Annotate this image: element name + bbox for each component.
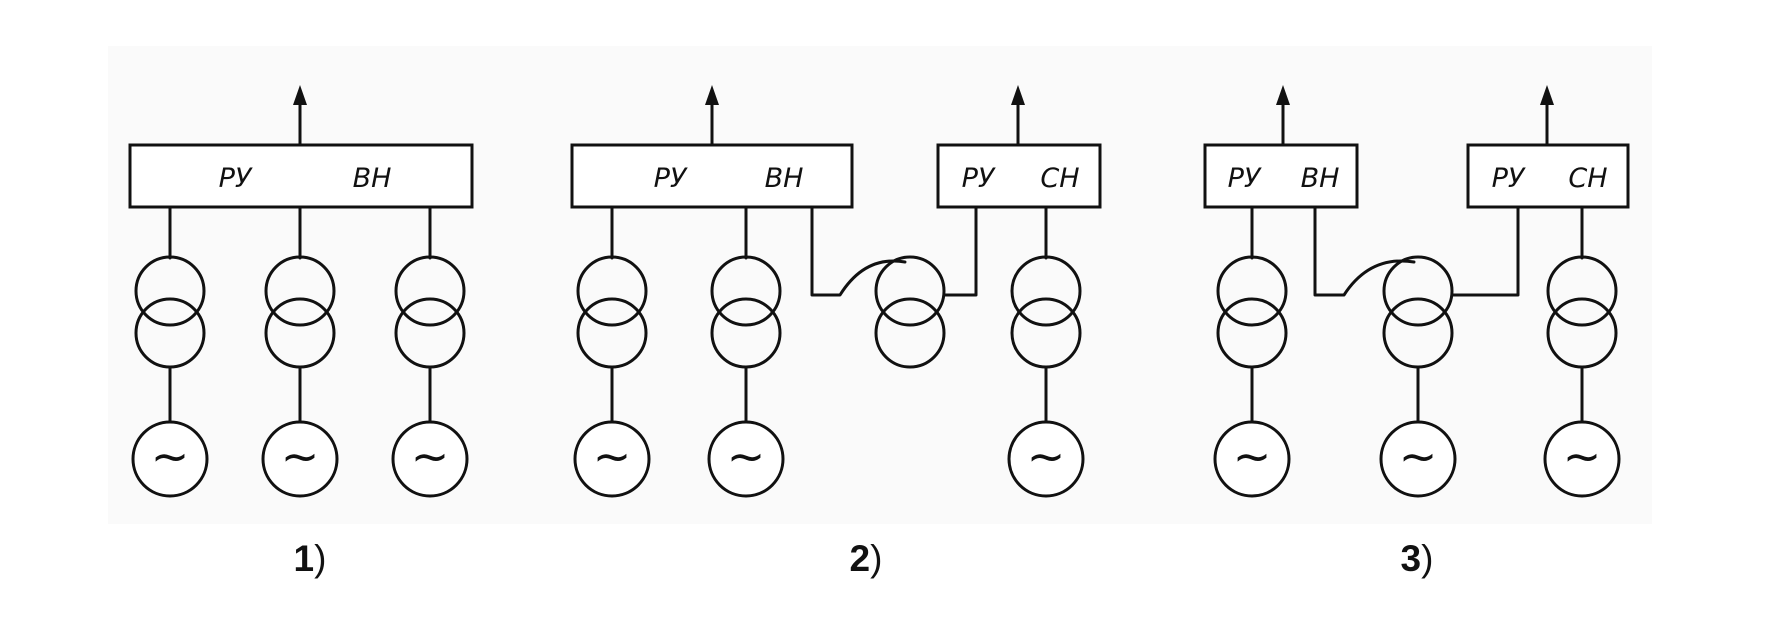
generator-tilde: ~ xyxy=(1563,429,1602,483)
generator-symbol xyxy=(1213,420,1291,498)
transformer-winding-primary xyxy=(710,255,782,327)
busbar-ru-vn xyxy=(570,143,854,209)
transformer-winding-primary xyxy=(394,255,466,327)
autotransformer-winding-upper xyxy=(1382,255,1454,327)
autotransformer-winding-upper xyxy=(874,255,946,327)
scheme-1: РУ ВН ~ ~ ~ xyxy=(128,85,474,498)
generator-symbol xyxy=(1379,420,1457,498)
generator-symbol xyxy=(573,420,651,498)
transformer-winding-primary xyxy=(134,255,206,327)
busbar-label-vn: ВН xyxy=(765,163,804,194)
busbar-label-sn: СН xyxy=(1568,163,1607,194)
generator-tilde: ~ xyxy=(1027,429,1066,483)
output-arrowhead xyxy=(1540,85,1554,105)
busbar-label-sn: СН xyxy=(1040,163,1079,194)
busbar-ru-sn xyxy=(936,143,1102,209)
busbar-ru-vn xyxy=(1203,143,1359,209)
busbar-label-ru: РУ xyxy=(219,163,253,194)
caption-scheme-1: 1) xyxy=(294,538,327,580)
caption-number: 2 xyxy=(849,538,871,579)
busbar-ru-sn xyxy=(1466,143,1630,209)
generator-symbol xyxy=(707,420,785,498)
busbar-label-ru: РУ xyxy=(1228,163,1262,194)
generator-tilde: ~ xyxy=(727,429,766,483)
transformer-winding-primary xyxy=(576,255,648,327)
busbar-label-ru: РУ xyxy=(962,163,996,194)
output-arrowhead xyxy=(293,85,307,105)
caption-scheme-2: 2) xyxy=(850,538,883,580)
autotransformer-winding-lower xyxy=(874,297,946,369)
generator-tilde: ~ xyxy=(411,429,450,483)
busbar-label-ru: РУ xyxy=(654,163,688,194)
scheme-2: РУ ВН РУ СН ~ ~ ~ xyxy=(570,85,1102,498)
caption-paren: ) xyxy=(1421,538,1434,579)
output-arrowhead xyxy=(1011,85,1025,105)
caption-paren: ) xyxy=(314,538,327,579)
caption-number: 1 xyxy=(293,538,315,579)
coupling-line-mv xyxy=(1450,205,1520,297)
output-arrowhead xyxy=(705,85,719,105)
transformer-winding-primary xyxy=(1010,255,1082,327)
generator-tilde: ~ xyxy=(1233,429,1272,483)
busbar-label-vn: ВН xyxy=(1301,163,1340,194)
generator-symbol xyxy=(131,420,209,498)
transformer-winding-primary xyxy=(264,255,336,327)
caption-scheme-3: 3) xyxy=(1401,538,1434,580)
generator-symbol xyxy=(1007,420,1085,498)
scheme-3: РУ ВН РУ СН ~ ~ ~ xyxy=(1203,85,1630,498)
generator-tilde: ~ xyxy=(281,429,320,483)
busbar-label-ru: РУ xyxy=(1492,163,1526,194)
transformer-winding-primary xyxy=(1216,255,1288,327)
caption-number: 3 xyxy=(1400,538,1422,579)
generator-tilde: ~ xyxy=(1399,429,1438,483)
generator-symbol xyxy=(1543,420,1621,498)
output-arrowhead xyxy=(1276,85,1290,105)
busbar-ru-vn xyxy=(128,143,474,209)
generator-tilde: ~ xyxy=(593,429,632,483)
caption-paren: ) xyxy=(870,538,883,579)
coupling-line-mv xyxy=(942,205,978,297)
generator-tilde: ~ xyxy=(151,429,190,483)
generator-symbol xyxy=(391,420,469,498)
generator-symbol xyxy=(261,420,339,498)
transformer-winding-primary xyxy=(1546,255,1618,327)
busbar-label-vn: ВН xyxy=(353,163,392,194)
